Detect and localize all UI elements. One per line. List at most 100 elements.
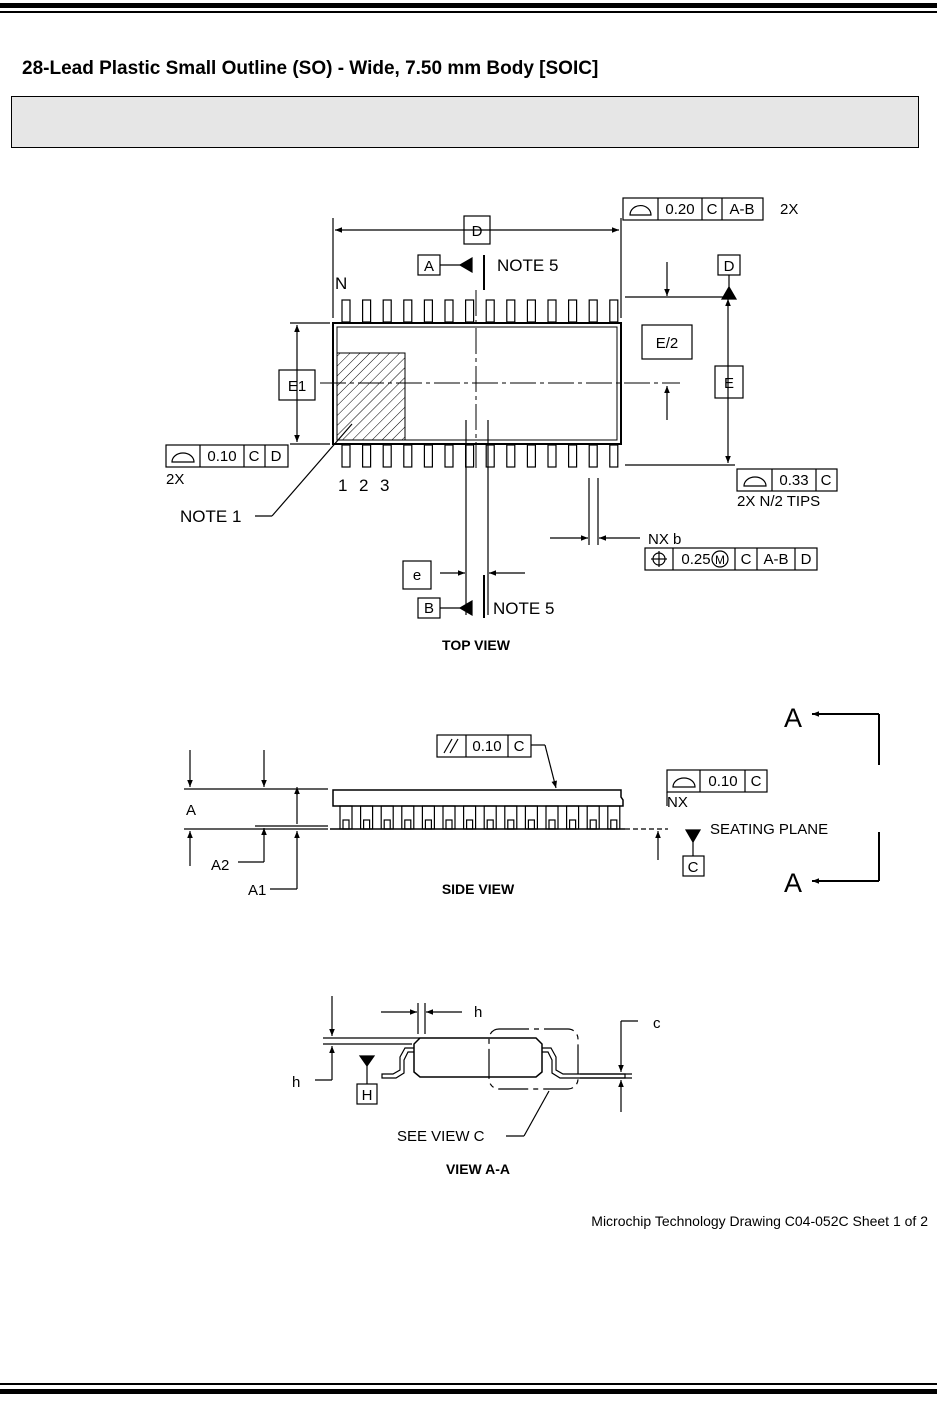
top-rule-thick (0, 3, 937, 8)
lead-top (588, 299, 598, 323)
lead-side-foot (363, 819, 371, 830)
fcf-left-mult: 2X (166, 471, 184, 488)
view-aa-label: VIEW A-A (446, 1161, 510, 1177)
leads-bottom (341, 444, 619, 468)
datum-b-label: B (424, 600, 434, 617)
lead-side-foot (589, 819, 597, 830)
section-body (413, 1037, 543, 1078)
lead-bottom (506, 444, 516, 468)
lead-top (465, 299, 475, 323)
lead-top (444, 299, 454, 323)
footer-drawing-number: Microchip Technology Drawing C04-052C Sh… (591, 1213, 928, 1229)
lead-side (421, 805, 435, 830)
dim-h-left-label: h (292, 1074, 300, 1091)
lead-side-foot (548, 819, 556, 830)
lead-side-foot (342, 819, 350, 830)
datum-c-label: C (688, 859, 699, 876)
lead-bottom (485, 444, 495, 468)
fcf-position-datum3: D (801, 551, 812, 568)
dim-a1-label: A1 (248, 882, 266, 899)
lead-side-foot (507, 819, 515, 830)
dim-e-half-label: E/2 (656, 335, 679, 352)
side-view-label: SIDE VIEW (442, 881, 515, 897)
lead-bottom (341, 444, 351, 468)
lead-left (381, 1047, 414, 1079)
lead-right (542, 1047, 626, 1079)
lead-bottom (567, 444, 578, 468)
side-body (332, 789, 624, 807)
lead-side (483, 805, 497, 830)
dim-a2-label: A2 (211, 857, 229, 874)
lead-side (380, 805, 394, 830)
fcf-position-modifier: M (715, 553, 725, 567)
note-banner (11, 96, 919, 148)
lead-bottom (526, 444, 537, 468)
lead-side (524, 805, 539, 830)
lead-side-foot (527, 819, 536, 830)
dim-d-label: D (472, 223, 483, 240)
fcf-position-value: 0.25 (681, 551, 710, 568)
lead-bottom (465, 444, 475, 468)
top-view-label: TOP VIEW (442, 637, 511, 653)
pin1-hatch-area (336, 352, 406, 441)
lead-side (339, 805, 353, 830)
dim-c-label: c (653, 1015, 661, 1032)
fcf-left-datum2: D (271, 448, 282, 465)
lead-bottom (382, 444, 392, 468)
fcf-top-mult: 2X (780, 201, 798, 218)
lead-bottom (547, 444, 557, 468)
section-label-bottom: A (784, 868, 802, 898)
lead-top (362, 299, 372, 323)
pin-label-2: 2 (359, 476, 368, 495)
bottom-rule-thick (0, 1389, 937, 1394)
section-label-top: A (784, 703, 802, 733)
lead-top (341, 299, 351, 323)
lead-top (609, 299, 619, 323)
lead-side-foot (486, 819, 494, 830)
fcf-coplanar-mult: NX (667, 794, 688, 811)
fcf-right-note: 2X N/2 TIPS (737, 493, 820, 510)
lead-side (360, 805, 374, 830)
see-view-c-label: SEE VIEW C (397, 1128, 485, 1145)
datum-d-label: D (724, 258, 735, 275)
lead-bottom (362, 444, 372, 468)
pin-n-label: N (335, 274, 347, 293)
note1-label: NOTE 1 (180, 507, 241, 526)
lead-bottom (588, 444, 598, 468)
fcf-coplanar-value: 0.10 (708, 773, 737, 790)
pin-label-3: 3 (380, 476, 389, 495)
page-title: 28-Lead Plastic Small Outline (SO) - Wid… (22, 58, 599, 79)
lead-bottom (423, 444, 433, 468)
lead-top (423, 299, 433, 323)
dim-e1-label: E1 (288, 378, 306, 395)
dim-h-top-label: h (474, 1004, 482, 1021)
lead-top (567, 299, 578, 323)
fcf-top-datum2: A-B (729, 201, 754, 218)
fcf-position-datum2: A-B (763, 551, 788, 568)
lead-side-foot (466, 819, 474, 830)
fcf-right-value: 0.33 (779, 472, 808, 489)
top-view (165, 197, 838, 619)
lead-top (382, 299, 392, 323)
lead-side-foot (445, 819, 453, 830)
bottom-rule-thin (0, 1383, 937, 1385)
view-aa (315, 996, 638, 1137)
lead-side (504, 805, 518, 830)
note5-bottom: NOTE 5 (493, 599, 554, 618)
dim-a-label: A (186, 802, 196, 819)
lead-side (607, 805, 621, 830)
lead-top (547, 299, 557, 323)
side-leads (339, 805, 621, 830)
lead-top (526, 299, 537, 323)
top-rule-thin (0, 11, 937, 13)
fcf-coplanar-datum: C (751, 773, 762, 790)
fcf-parallel-value: 0.10 (472, 738, 501, 755)
datum-h-label: H (362, 1087, 373, 1104)
seating-plane-label: SEATING PLANE (710, 821, 828, 838)
detail-c-boundary (488, 1028, 579, 1090)
fcf-parallel-datum: C (514, 738, 525, 755)
lead-side-foot (404, 819, 412, 830)
lead-bottom (403, 444, 413, 468)
lead-side (545, 805, 559, 830)
